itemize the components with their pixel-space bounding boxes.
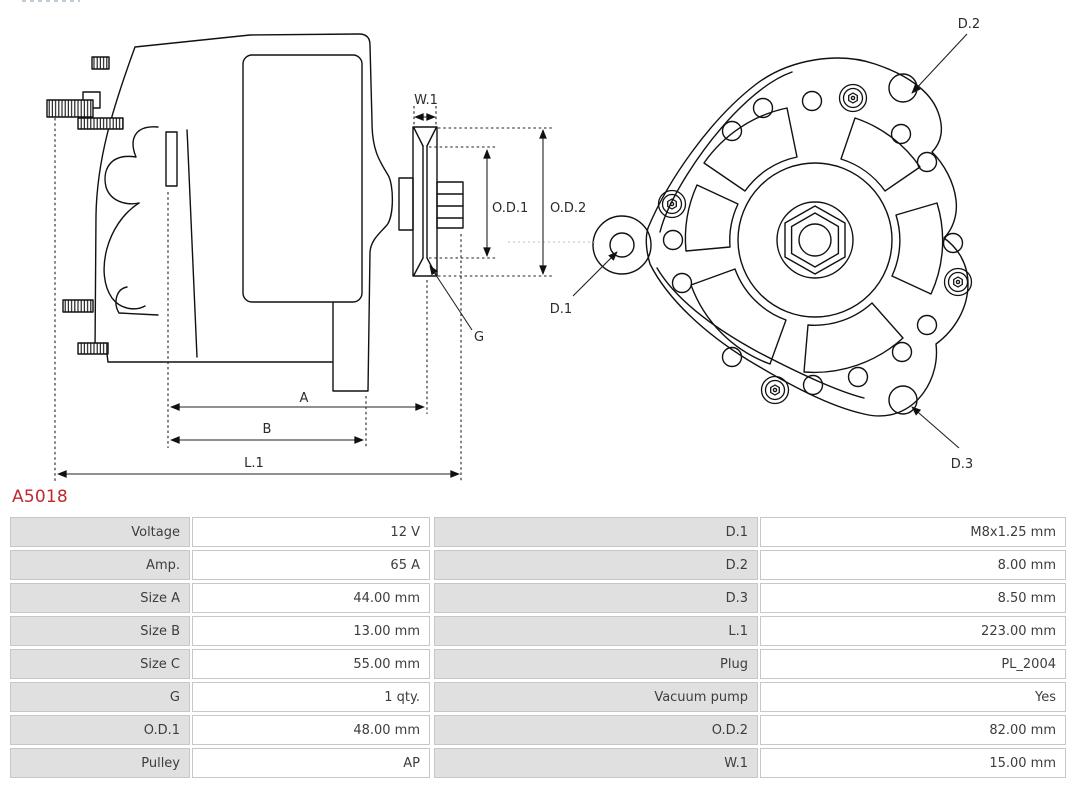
- vent-hole: [942, 232, 964, 254]
- vent-hole: [671, 272, 693, 294]
- spec-value: 223.00 mm: [760, 616, 1066, 646]
- spec-label: D.1: [434, 517, 758, 547]
- spec-label: Vacuum pump: [434, 682, 758, 712]
- spec-value: 12 V: [192, 517, 430, 547]
- spec-table-left-column: Voltage 12 V Amp. 65 A Size A 44.00 mm S…: [10, 517, 430, 778]
- shaft-ribs: [436, 181, 464, 229]
- front-housing-outline: [645, 57, 969, 417]
- screw-head: [943, 267, 973, 297]
- vent-slot: [803, 302, 904, 374]
- screw-head: [838, 83, 868, 113]
- part-number: A5018: [12, 487, 68, 507]
- dim-label-l1: L.1: [244, 456, 264, 471]
- spec-label: Amp.: [10, 550, 190, 580]
- dim-label-d2: D.2: [958, 17, 980, 32]
- leader-d1: [572, 251, 618, 297]
- spec-value: 48.00 mm: [192, 715, 430, 745]
- dim-label-a: A: [300, 391, 309, 406]
- vent-hole: [890, 123, 912, 145]
- spec-value: M8x1.25 mm: [760, 517, 1066, 547]
- spec-value: 13.00 mm: [192, 616, 430, 646]
- threaded-stud: [91, 56, 110, 70]
- side-body-outline: [94, 33, 394, 392]
- leader-d3: [911, 406, 960, 449]
- shaft-center: [798, 223, 832, 257]
- threaded-stud: [77, 117, 124, 130]
- vent-hole: [891, 341, 913, 363]
- spec-table: Voltage 12 V Amp. 65 A Size A 44.00 mm S…: [10, 517, 1066, 778]
- side-body-window: [242, 54, 363, 303]
- dim-label-od2: O.D.2: [550, 201, 586, 216]
- vent-hole: [721, 346, 743, 368]
- d3-hole: [888, 385, 918, 415]
- leader-g: [429, 265, 473, 331]
- spec-value: 82.00 mm: [760, 715, 1066, 745]
- vent-slot: [703, 107, 798, 192]
- front-face-boss: [165, 131, 178, 187]
- spec-value: 55.00 mm: [192, 649, 430, 679]
- screw-head: [657, 189, 687, 219]
- vent-hole: [802, 374, 824, 396]
- spec-value: 8.50 mm: [760, 583, 1066, 613]
- bracket-curve: [104, 126, 159, 205]
- spec-label: W.1: [434, 748, 758, 778]
- dim-label-b: B: [263, 422, 272, 437]
- vent-slot: [684, 184, 739, 252]
- spec-label: O.D.2: [434, 715, 758, 745]
- bracket-curve: [115, 286, 159, 316]
- spec-label: L.1: [434, 616, 758, 646]
- threaded-stud: [77, 342, 109, 355]
- dimension-annotations: W.1 O.D.1 O.D.2 G D.1 D.2 D.3 A B L.1: [54, 17, 980, 481]
- dim-label-d1: D.1: [550, 302, 572, 317]
- spec-value: 1 qty.: [192, 682, 430, 712]
- dim-label-w1: W.1: [414, 93, 438, 108]
- vent-slot: [891, 202, 944, 295]
- dim-label-d3: D.3: [951, 457, 973, 472]
- vent-hole: [662, 229, 684, 251]
- spec-label: O.D.1: [10, 715, 190, 745]
- screw-head: [760, 375, 790, 405]
- shaft-collar: [398, 177, 414, 231]
- spec-label: Voltage: [10, 517, 190, 547]
- vent-hole: [801, 90, 823, 112]
- spec-value: PL_2004: [760, 649, 1066, 679]
- threaded-stud: [62, 299, 94, 313]
- spec-value: 44.00 mm: [192, 583, 430, 613]
- spec-label: D.2: [434, 550, 758, 580]
- d2-hole: [888, 73, 918, 103]
- spec-table-right-column: D.1 M8x1.25 mm D.2 8.00 mm D.3 8.50 mm L…: [434, 517, 1066, 778]
- spec-label: Size C: [10, 649, 190, 679]
- pulley-face: [737, 162, 893, 318]
- threaded-stud: [46, 99, 94, 118]
- scan-artifact-dashes: [22, 0, 80, 2]
- alternator-side-view: [46, 33, 464, 392]
- spec-label: Size B: [10, 616, 190, 646]
- vent-hole: [752, 97, 774, 119]
- shaft-nut: [784, 205, 846, 275]
- spec-label: Size A: [10, 583, 190, 613]
- spec-value: 8.00 mm: [760, 550, 1066, 580]
- vent-hole: [916, 151, 938, 173]
- dim-label-od1: O.D.1: [492, 201, 528, 216]
- mount-ear: [592, 215, 652, 275]
- spec-value: AP: [192, 748, 430, 778]
- spec-value: 65 A: [192, 550, 430, 580]
- spec-value: 15.00 mm: [760, 748, 1066, 778]
- dim-label-g: G: [474, 330, 484, 345]
- spec-value: Yes: [760, 682, 1066, 712]
- spec-label: G: [10, 682, 190, 712]
- vent-hole: [847, 366, 869, 388]
- pulley: [412, 126, 438, 277]
- vent-hole: [916, 314, 938, 336]
- spec-label: D.3: [434, 583, 758, 613]
- spec-label: Plug: [434, 649, 758, 679]
- spec-label: Pulley: [10, 748, 190, 778]
- vent-hole: [721, 120, 743, 142]
- bracket-curve: [103, 202, 146, 310]
- leader-d2: [911, 33, 968, 94]
- vent-slot: [840, 117, 921, 192]
- mount-ear-hole: [609, 232, 635, 258]
- technical-drawing: W.1 O.D.1 O.D.2 G D.1 D.2 D.3 A B L.1: [46, 17, 980, 481]
- alternator-front-view: [592, 57, 973, 417]
